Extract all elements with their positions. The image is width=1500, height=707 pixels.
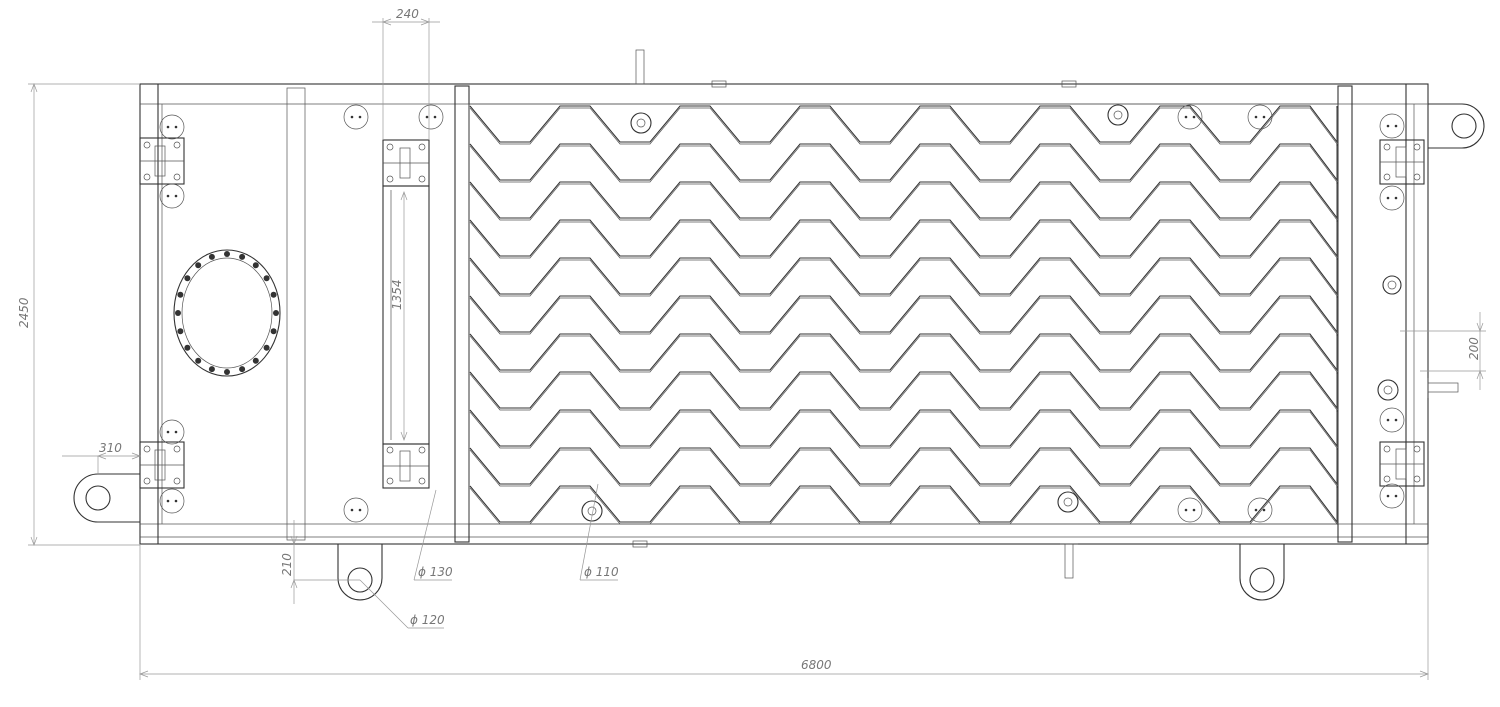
- pipe-stubs: [630, 49, 1459, 579]
- pad: [1379, 407, 1405, 433]
- lug-bottom-right: [1239, 544, 1285, 601]
- pipe-stub-bottom: [1064, 543, 1074, 579]
- housing-outline: [139, 83, 1429, 545]
- pad: [1379, 113, 1405, 139]
- plate-wave: [469, 333, 1338, 372]
- manhole-bolt: [177, 291, 184, 298]
- nozzle-top: [630, 112, 652, 134]
- dim-right-port-offset: 200: [1467, 337, 1481, 360]
- nozzle-bottom-mid: [1057, 491, 1079, 513]
- clamp-block-right-bottom: [1379, 441, 1425, 487]
- manhole-bolt: [195, 262, 202, 269]
- plate-wave: [469, 143, 1338, 182]
- manhole-bolt-ring: [175, 251, 279, 375]
- core-frame-left: [454, 85, 470, 543]
- pad: [1247, 104, 1273, 130]
- nozzles: [581, 104, 1402, 522]
- pad: [1247, 497, 1273, 523]
- manhole-bolt: [224, 251, 230, 257]
- manhole-bolt: [208, 253, 215, 260]
- pipe-stub-right: [1427, 382, 1459, 393]
- dim-bottom-lug-offset: 210: [280, 553, 294, 576]
- plate-wave: [469, 447, 1338, 486]
- plate-wave: [469, 105, 1338, 144]
- pad: [1379, 483, 1405, 509]
- nozzle-bottom-left: [581, 500, 603, 522]
- manhole-bolt: [184, 344, 191, 351]
- nozzle-right-lower: [1377, 379, 1399, 401]
- corrugated-plates: [469, 105, 1338, 526]
- manhole-bolt: [184, 275, 191, 282]
- manhole-bolt: [270, 328, 277, 335]
- pad: [159, 183, 185, 209]
- dim-overall-length: 6800: [801, 658, 832, 672]
- pad: [159, 419, 185, 445]
- manhole-bolt: [252, 262, 259, 269]
- lug-bottom-left: [337, 544, 383, 601]
- dim-window-width: 240: [396, 7, 419, 21]
- pad: [159, 114, 185, 140]
- plate-wave: [469, 485, 1338, 524]
- pad: [159, 488, 185, 514]
- lug-right: [1428, 103, 1485, 149]
- manhole: [173, 249, 281, 377]
- manhole-bolt: [224, 369, 230, 375]
- manhole-bolt: [263, 275, 270, 282]
- dim-overall-height: 2450: [17, 297, 31, 328]
- nozzle-right-upper: [1382, 275, 1402, 295]
- lug-left: [73, 473, 140, 523]
- plate-wave: [469, 295, 1338, 334]
- manhole-bolt: [175, 310, 181, 316]
- nozzle-top-right: [1107, 104, 1129, 126]
- mounting-pads: [159, 104, 1405, 523]
- pad: [1379, 185, 1405, 211]
- manhole-bolt: [239, 366, 246, 373]
- pad: [343, 497, 369, 523]
- manhole-bolt: [263, 344, 270, 351]
- callout-lug-hole: ϕ 120: [410, 613, 445, 627]
- dim-left-lug-offset: 310: [99, 441, 122, 455]
- lifting-lugs: [73, 103, 1485, 601]
- manhole-bolt: [195, 357, 202, 364]
- manhole-bolt: [239, 253, 246, 260]
- pad: [1177, 104, 1203, 130]
- manhole-bolt: [252, 357, 259, 364]
- manhole-bolt: [177, 328, 184, 335]
- manhole-bolt: [208, 366, 215, 373]
- plate-wave: [469, 257, 1338, 296]
- dim-window-height: 1354: [390, 279, 404, 310]
- clamp-block-mid-top: [382, 139, 430, 187]
- clamp-block-left-bottom: [139, 441, 185, 489]
- plate-wave: [469, 181, 1338, 220]
- clamp-block-mid-bottom: [382, 443, 430, 489]
- plate-wave: [469, 409, 1338, 448]
- clamp-block-left-top: [139, 137, 185, 185]
- inspection-window: [382, 185, 430, 445]
- plate-wave: [469, 371, 1338, 410]
- pad: [343, 104, 369, 130]
- divider-post: [286, 87, 306, 541]
- clamp-blocks: [139, 137, 1425, 489]
- pad: [1177, 497, 1203, 523]
- pad: [418, 104, 444, 130]
- callout-port-a: ϕ 130: [418, 565, 453, 579]
- core-frame-right: [1337, 85, 1353, 543]
- manhole-bolt: [273, 310, 279, 316]
- callout-port-b: ϕ 110: [584, 565, 619, 579]
- manhole-bolt: [270, 291, 277, 298]
- plate-wave: [469, 219, 1338, 258]
- pipe-stub-top: [635, 49, 645, 85]
- dimensions: 2450 6800 240 1354 310 200 210: [17, 7, 1486, 680]
- clamp-block-right-top: [1379, 139, 1425, 185]
- housing: [139, 83, 1429, 545]
